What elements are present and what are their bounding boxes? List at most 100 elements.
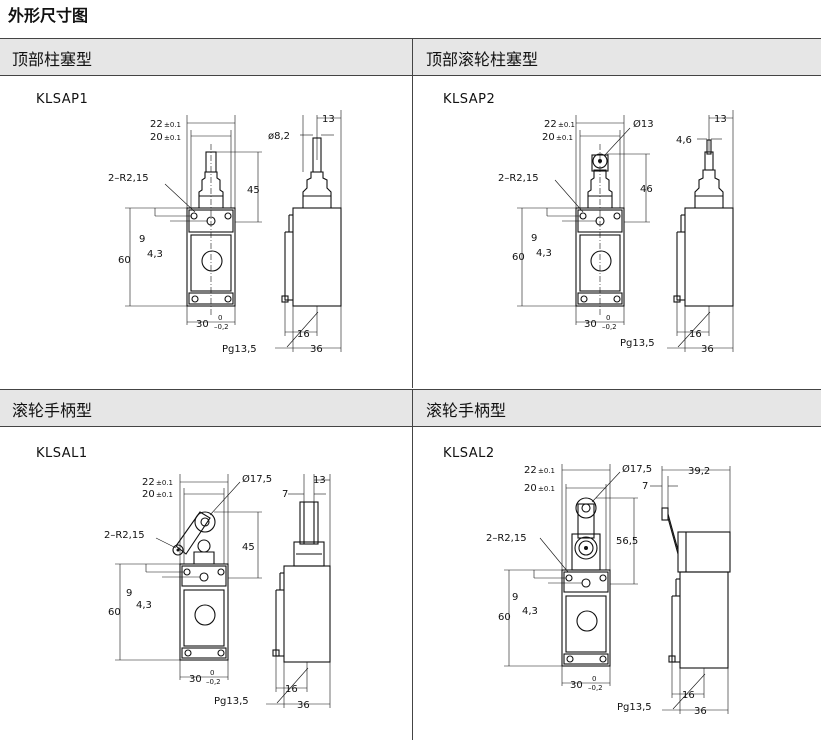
dim-39-2: 39,2 bbox=[688, 466, 710, 477]
dim-4-3: 4,3 bbox=[536, 248, 552, 259]
dim-22: 22 bbox=[150, 119, 163, 130]
tol-20: ±0.1 bbox=[164, 134, 181, 142]
tol-30-dn: –0,2 bbox=[602, 323, 617, 331]
dim-9: 9 bbox=[126, 588, 132, 599]
dim-dia: ø8,2 bbox=[268, 131, 290, 142]
front-dimensions bbox=[125, 115, 262, 325]
page-title: 外形尺寸图 bbox=[8, 6, 89, 25]
dim-60: 60 bbox=[118, 255, 131, 266]
dim-dia: Ø13 bbox=[633, 118, 654, 130]
dim-7: 7 bbox=[282, 489, 288, 500]
dim-4-3: 4,3 bbox=[147, 249, 163, 260]
panel-2-title: 顶部滚轮柱塞型 bbox=[426, 50, 539, 69]
dim-4-3: 4,3 bbox=[136, 600, 152, 611]
dim-r: 2–R2,15 bbox=[104, 530, 145, 541]
section-header-bottom bbox=[0, 389, 821, 427]
tol-30-dn: –0,2 bbox=[206, 678, 221, 686]
dim-r: 2–R2,15 bbox=[486, 533, 527, 544]
tol-30-up: 0 bbox=[606, 314, 610, 322]
front-view bbox=[561, 497, 611, 667]
panel-2-drawing: 22 ±0.1 20 ±0.1 Ø13 46 2–R2,15 9 4,3 60 … bbox=[498, 110, 734, 355]
tol-30-up: 0 bbox=[210, 669, 214, 677]
dim-36: 36 bbox=[310, 344, 323, 355]
side-dimensions bbox=[275, 110, 342, 352]
dim-30: 30 bbox=[584, 319, 597, 330]
dim-16: 16 bbox=[682, 690, 695, 701]
dim-pg: Pg13,5 bbox=[222, 344, 257, 355]
dim-pg: Pg13,5 bbox=[617, 702, 652, 713]
dim-30: 30 bbox=[196, 319, 209, 330]
dim-20: 20 bbox=[142, 489, 155, 500]
dim-13: 13 bbox=[313, 475, 326, 486]
dim-36: 36 bbox=[701, 344, 714, 355]
dim-r: 2–R2,15 bbox=[108, 173, 149, 184]
tol-22: ±0.1 bbox=[164, 121, 181, 129]
dim-36: 36 bbox=[694, 706, 707, 717]
dim-56-5: 56,5 bbox=[616, 536, 638, 547]
panel-4-header: 滚轮手柄型 bbox=[414, 390, 814, 426]
panel-1-drawing: 22 ±0.1 20 ±0.1 45 2–R2,15 9 4,3 60 30 0… bbox=[108, 110, 342, 355]
tol-30-dn: –0,2 bbox=[214, 323, 229, 331]
side-dimensions bbox=[667, 110, 734, 352]
dim-4-6: 4,6 bbox=[676, 135, 692, 146]
dim-30: 30 bbox=[570, 680, 583, 691]
panel-3-drawing: 22 ±0.1 20 ±0.1 Ø17,5 45 2–R2,15 9 4,3 6… bbox=[104, 473, 331, 711]
panel-3-model: KLSAL1 bbox=[36, 446, 88, 461]
dim-20: 20 bbox=[524, 483, 537, 494]
dim-13: 13 bbox=[322, 114, 335, 125]
front-view bbox=[186, 144, 236, 315]
side-dimensions bbox=[650, 466, 731, 714]
panel-2-header: 顶部滚轮柱塞型 bbox=[414, 39, 814, 75]
panel-1-header: 顶部柱塞型 bbox=[0, 39, 400, 75]
panel-1-title: 顶部柱塞型 bbox=[12, 50, 93, 69]
panel-divider-bottom bbox=[412, 389, 413, 740]
front-dimensions bbox=[504, 464, 638, 686]
front-dimensions bbox=[517, 115, 650, 325]
tol-22: ±0.1 bbox=[558, 121, 575, 129]
dim-r: 2–R2,15 bbox=[498, 173, 539, 184]
front-dimensions bbox=[115, 474, 262, 680]
dim-9: 9 bbox=[531, 233, 537, 244]
dim-9: 9 bbox=[139, 234, 145, 245]
dim-16: 16 bbox=[297, 329, 310, 340]
tol-30-up: 0 bbox=[592, 675, 596, 683]
dim-pg: Pg13,5 bbox=[620, 338, 655, 349]
dim-45: 45 bbox=[247, 185, 260, 196]
panel-divider-top bbox=[412, 38, 413, 388]
dim-16: 16 bbox=[689, 329, 702, 340]
dim-dia: Ø17,5 bbox=[622, 463, 652, 475]
section-header-top bbox=[0, 38, 821, 76]
panel-1-model: KLSAP1 bbox=[36, 92, 89, 107]
panel-4-drawing: 22 ±0.1 20 ±0.1 Ø17,5 56,5 2–R2,15 9 4,3… bbox=[486, 463, 731, 717]
side-view bbox=[673, 139, 734, 307]
side-dimensions bbox=[266, 474, 331, 708]
tol-30-dn: –0,2 bbox=[588, 684, 603, 692]
panel-3-header: 滚轮手柄型 bbox=[0, 390, 400, 426]
side-view bbox=[281, 115, 342, 307]
side-view bbox=[661, 507, 731, 669]
dim-7: 7 bbox=[642, 481, 648, 492]
dim-16: 16 bbox=[285, 684, 298, 695]
dim-36: 36 bbox=[297, 700, 310, 711]
tol-22: ±0.1 bbox=[156, 479, 173, 487]
tol-20: ±0.1 bbox=[538, 485, 555, 493]
dim-9: 9 bbox=[512, 592, 518, 603]
front-view bbox=[172, 511, 229, 661]
tol-30-up: 0 bbox=[218, 314, 222, 322]
dim-4-3: 4,3 bbox=[522, 606, 538, 617]
panel-4-model: KLSAL2 bbox=[443, 446, 495, 461]
panel-4-title: 滚轮手柄型 bbox=[426, 401, 507, 420]
dim-60: 60 bbox=[512, 252, 525, 263]
dim-22: 22 bbox=[524, 465, 537, 476]
side-view bbox=[272, 501, 331, 663]
dim-13: 13 bbox=[714, 114, 727, 125]
dim-20: 20 bbox=[542, 132, 555, 143]
dim-22: 22 bbox=[142, 477, 155, 488]
panel-3-title: 滚轮手柄型 bbox=[12, 401, 93, 420]
dim-22: 22 bbox=[544, 119, 557, 130]
panel-2-model: KLSAP2 bbox=[443, 92, 496, 107]
front-view bbox=[575, 144, 625, 315]
dim-60: 60 bbox=[498, 612, 511, 623]
dim-pg: Pg13,5 bbox=[214, 696, 249, 707]
dim-46: 46 bbox=[640, 184, 653, 195]
